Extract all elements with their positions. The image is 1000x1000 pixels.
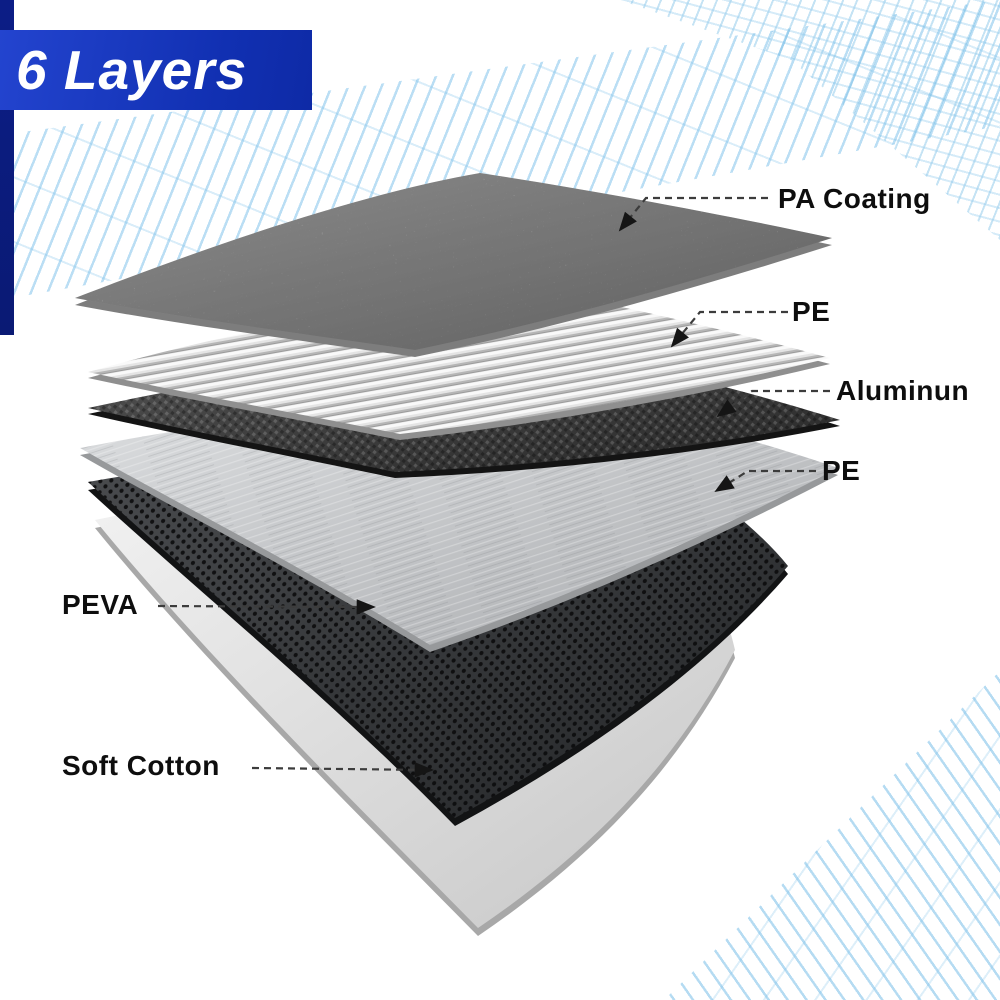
label-aluminum: Aluminun: [836, 375, 970, 406]
label-pe-top: PE: [792, 296, 831, 327]
layer-pe-bottom: [80, 401, 838, 652]
banner-title: 6 Layers: [16, 39, 248, 101]
label-peva: PEVA: [62, 589, 139, 620]
leader-peva: [157, 599, 376, 615]
label-pe-bottom: PE: [822, 455, 861, 486]
label-pa-coating: PA Coating: [778, 183, 931, 214]
layers-banner: 6 Layers: [0, 30, 312, 110]
leader-aluminum: [716, 389, 830, 418]
leader-soft-cotton: [251, 762, 434, 778]
leader-pe-top: [670, 310, 788, 348]
layer-pa-coating: [75, 173, 832, 357]
leader-pa-coating: [618, 196, 768, 232]
leader-lines: [157, 196, 830, 778]
label-soft-cotton: Soft Cotton: [62, 750, 220, 781]
